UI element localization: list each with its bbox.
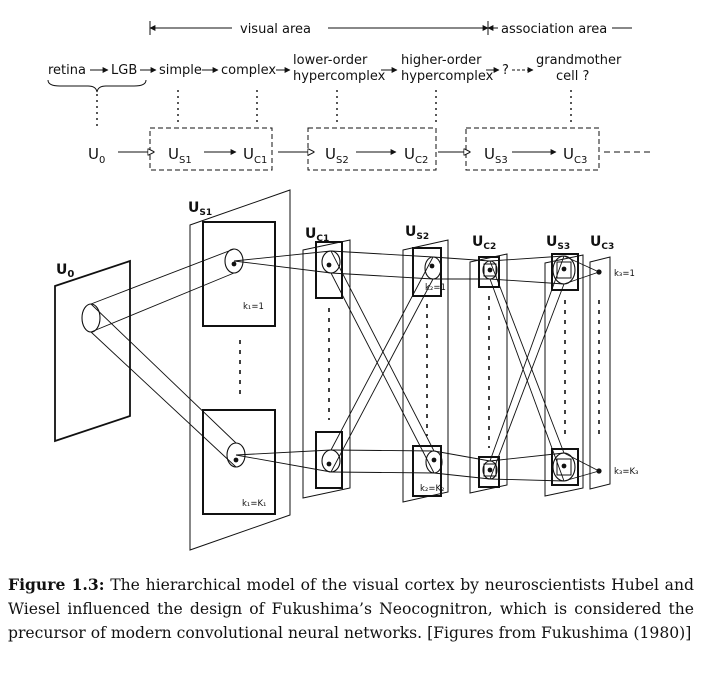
us2-layer [402,239,449,503]
uc1-layer [302,239,351,499]
layer-us1-label: US1 [188,200,212,218]
layer-uc3-label: UC3 [590,234,614,252]
k3-bottom-label: k₃=K₃ [614,467,638,477]
neocognitron-figure: visual area association area retina LGB … [47,21,650,551]
lower-order-label: lower-order [293,53,368,68]
k2-top-label: k₂=1 [425,283,446,293]
area-bar [149,21,632,35]
dotted-links [96,90,572,130]
association-area-label: association area [501,22,607,37]
k1-top-label: k₁=1 [243,302,264,312]
connections [90,248,600,482]
retina-label: retina [48,63,86,78]
uc1-plane-bottom [315,431,343,489]
uc2-plane-top [478,256,500,288]
k2-bottom-label: k₂=K₂ [420,484,444,494]
grandmother-cell-label: cell ? [556,69,589,84]
inner-squares [483,261,572,477]
chain-us2-label: US2 [325,145,349,166]
retina-lgb-brace [47,79,147,93]
lgb-label: LGB [111,63,137,78]
chain-us3-label: US3 [484,145,508,166]
higher-order-hypercomplex-label: hypercomplex [401,69,494,84]
question-label: ? [502,63,509,78]
u0-plane [54,259,131,443]
caption-text: The hierarchical model of the visual cor… [8,576,694,642]
higher-order-label: higher-order [401,53,482,68]
uc1-plane-top [315,241,343,299]
unit-dots [231,261,602,474]
receptive-fields [81,248,576,482]
us3-layer [544,254,584,497]
caption-label: Figure 1.3: [8,575,105,594]
chain-uc1-label: UC1 [243,145,267,166]
simple-label: simple [159,63,202,78]
figure-caption: Figure 1.3: The hierarchical model of th… [8,573,694,645]
chain-boxes [149,127,600,171]
lower-order-hypercomplex-label: hypercomplex [293,69,386,84]
complex-label: complex [221,63,276,78]
layer-us2-label: US2 [405,224,429,242]
chain-uc3-label: UC3 [563,145,587,166]
uc3-layer [589,256,611,490]
k1-bottom-label: k₁=K₁ [242,499,266,509]
grandmother-label: grandmother [536,53,622,68]
layer-uc1-label: UC1 [305,226,329,244]
layer-u0-label: U0 [56,262,74,280]
us1-plane-top [202,221,276,327]
layer-uc2-label: UC2 [472,234,496,252]
us3-plane-top [551,253,579,291]
uc2-plane-bottom [478,456,500,488]
us2-plane-bottom [412,445,442,497]
visual-area-label: visual area [240,22,311,37]
chain-us1-label: US1 [168,145,192,166]
k3-top-label: k₃=1 [614,269,635,279]
plane-ellipsis [239,296,600,448]
chain-u0-label: U0 [88,145,105,166]
layer-us3-label: US3 [546,234,570,252]
layer-planes [54,189,611,551]
us3-plane-bottom [551,448,579,486]
chain-uc2-label: UC2 [404,145,428,166]
us1-layer [189,189,291,551]
